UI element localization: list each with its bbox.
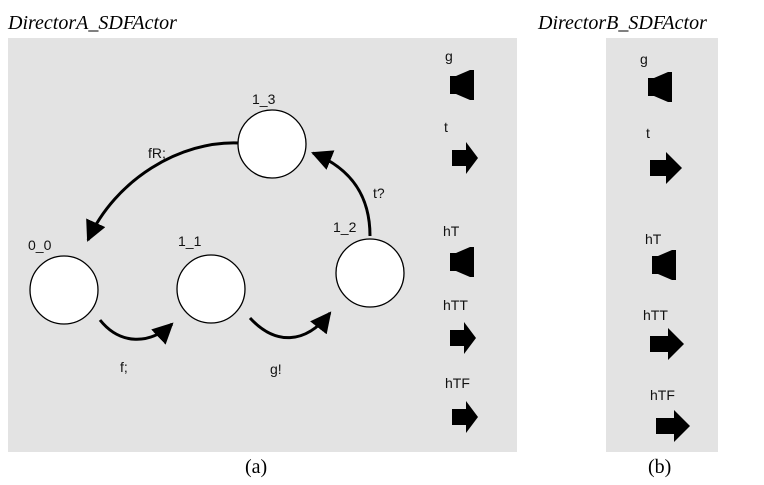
port-b-hT-icon [652,250,676,280]
port-label-b-g: g [640,51,648,67]
state-1_1 [176,254,246,324]
state-label-1_3: 1_3 [252,91,276,107]
transition-1_2-to-1_3 [311,150,372,237]
state-label-1_2: 1_2 [333,219,357,235]
port-a-hTT-icon [450,322,476,354]
panel-b-background [606,38,718,452]
port-label-b-hTT: hTT [643,307,668,323]
state-0_0 [29,255,99,325]
transition-label-fR: fR; [148,145,166,161]
port-label-a-hTT: hTT [443,297,468,313]
port-label-a-hT: hT [443,223,460,239]
port-a-g-icon [450,70,474,100]
state-1_3 [237,109,307,179]
transition-label-f: f; [120,359,128,375]
state-1_2 [335,238,405,308]
panel-a-background [8,38,517,452]
port-label-a-hTF: hTF [445,375,470,391]
port-b-g-icon [648,72,672,102]
panel-a-title: DirectorA_SDFActor [8,12,177,34]
transition-1_3-to-0_0 [86,141,241,242]
panel-a-caption: (a) [245,456,268,478]
port-a-hTF-icon [452,401,478,433]
port-label-a-t: t [444,119,448,135]
transition-1_1-to-1_2 [248,311,332,340]
port-label-b-hT: hT [645,231,662,247]
port-b-hTF-icon [656,410,690,442]
state-label-1_1: 1_1 [178,233,202,249]
port-b-hTT-icon [650,328,684,360]
panel-b-title: DirectorB_SDFActor [538,12,707,34]
panel-b-caption: (b) [648,456,672,478]
port-b-t-icon [650,152,682,184]
transition-label-t: t? [373,185,385,201]
transition-0_0-to-1_1 [98,319,174,345]
port-label-a-g: g [445,48,453,64]
transition-label-g: g! [270,361,282,377]
port-a-t-icon [452,142,478,174]
port-a-hT-icon [450,247,474,277]
port-label-b-hTF: hTF [650,387,675,403]
state-label-0_0: 0_0 [28,237,52,253]
port-label-b-t: t [646,125,650,141]
